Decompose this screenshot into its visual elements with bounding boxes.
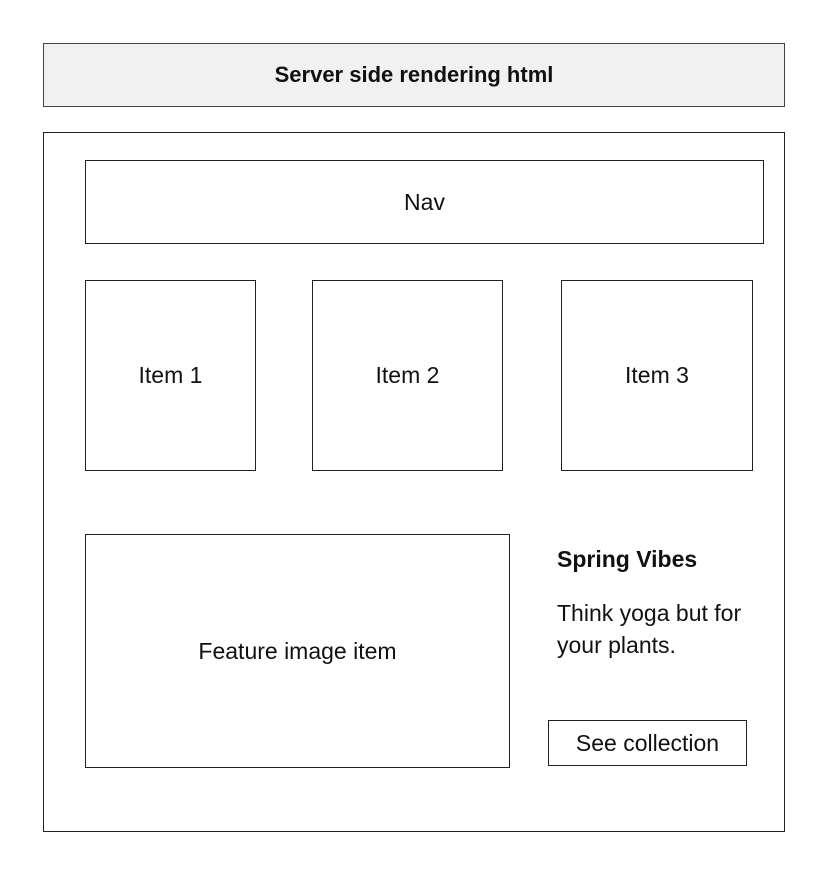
item-card-2[interactable]: Item 2 <box>312 280 503 471</box>
feature-image-item[interactable]: Feature image item <box>85 534 510 768</box>
see-collection-button[interactable]: See collection <box>548 720 747 766</box>
item-label: Item 1 <box>138 362 203 388</box>
promo-text: Think yoga but for your plants. <box>557 600 742 658</box>
nav-label: Nav <box>404 188 445 215</box>
item-label: Item 2 <box>375 362 440 388</box>
item-label: Item 3 <box>625 362 689 388</box>
item-card-1[interactable]: Item 1 <box>85 280 256 471</box>
diagram-title-text: Server side rendering html <box>274 62 554 87</box>
feature-label: Feature image item <box>198 637 397 664</box>
see-collection-label: See collection <box>575 729 720 756</box>
promo-title: Spring Vibes <box>557 546 698 572</box>
nav-box[interactable]: Nav <box>85 160 764 244</box>
diagram-title: Server side rendering html <box>43 43 785 107</box>
item-card-3[interactable]: Item 3 <box>561 280 753 471</box>
